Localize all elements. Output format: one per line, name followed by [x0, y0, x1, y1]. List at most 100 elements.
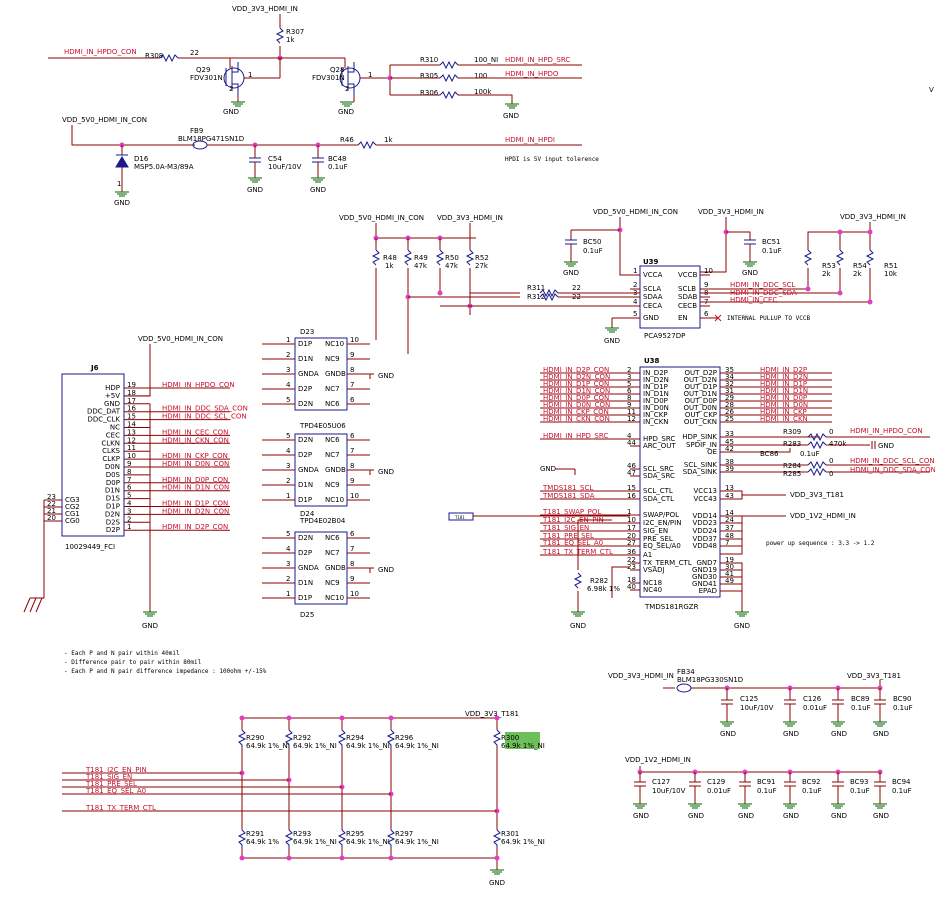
- u38-ref: U38: [644, 357, 660, 365]
- tpd-pin-label: GNDA: [298, 370, 319, 378]
- j6-pin-label: D1P: [106, 503, 120, 511]
- j6-pin-label: DDC_CLK: [87, 416, 120, 424]
- strap-junction: [339, 855, 345, 861]
- u38-pin-num: 23: [627, 563, 636, 571]
- u38-pin-label: IN_D0P: [643, 397, 668, 405]
- cap-gnd: [831, 803, 845, 809]
- u38-net-label: HDMI_IN_D0N: [760, 401, 808, 409]
- cap-symbol: [874, 688, 886, 722]
- tpd-body: [294, 433, 348, 507]
- j6-cg-label: CG0: [65, 517, 80, 525]
- vdd3v3-hdmi-in-label: VDD_3V3_HDMI_IN: [232, 5, 298, 13]
- strap-top-res: [386, 729, 396, 748]
- cap-gnd-label: GND: [873, 812, 889, 820]
- r282-ref: R282: [590, 577, 608, 585]
- j6-pin-label: D0P: [106, 479, 120, 487]
- tpd-pin-num: 10: [350, 492, 359, 500]
- strap-junction: [286, 855, 292, 861]
- u38-net-label: HDMI_IN_D1N_CON: [543, 387, 610, 395]
- j6-pin-label: CLKP: [102, 455, 120, 463]
- r282-val: 6.98k 1%: [587, 585, 620, 593]
- cap-gnd-label: GND: [831, 812, 847, 820]
- tpd-pin-label: D2P: [298, 549, 312, 557]
- cap-val: 0.1uF: [851, 704, 871, 712]
- cap-val: 0.1uF: [893, 704, 913, 712]
- j6-section: VDD_5V0_HDMI_IN_CON J6 10029449_FCI 19HD…: [23, 335, 248, 630]
- u38-pin-num: 5: [627, 380, 631, 388]
- strap-junction: [339, 715, 345, 721]
- u38-pin-label: VDD48: [693, 542, 717, 550]
- strap-top-res: [492, 729, 502, 748]
- d16-part: MSP5.0A-M3/89A: [134, 163, 194, 171]
- cap-gnd-label: GND: [738, 812, 754, 820]
- tpd-ref: D24: [300, 510, 315, 518]
- u38-net-label: HDMI_IN_CKP: [760, 408, 807, 416]
- gnd-bc48: GND: [310, 186, 326, 194]
- j6-part: 10029449_FCI: [65, 543, 115, 551]
- u38-pin-num: 40: [627, 583, 636, 591]
- u38-pin-label: SCL_SINK: [684, 461, 717, 469]
- j6-pin-label: D2N: [105, 510, 120, 518]
- u38-pin-num: 28: [725, 401, 734, 409]
- vdd5v0-con-top: VDD_5V0_HDMI_IN_CON: [62, 116, 147, 124]
- u38-pin-label: SIG_EN: [643, 527, 668, 535]
- j6-pin-num: 3: [127, 507, 131, 515]
- u38-net-label: HDMI_IN_HPD_SRC: [543, 432, 608, 440]
- u38-net-label: T181_I2C_EN_PIN: [542, 516, 604, 524]
- r49-ref: R49: [414, 254, 428, 262]
- q28-part: FDV301N: [312, 74, 345, 82]
- net-cec: HDMI_IN_CEC: [730, 296, 777, 304]
- u38-pin-num: 9: [627, 401, 631, 409]
- tpd-pin-num: 1: [286, 492, 290, 500]
- u38-pin-num: 33: [725, 430, 734, 438]
- u38-pin-num: 49: [725, 577, 734, 585]
- u38-pin-num: 11: [627, 408, 636, 416]
- q28-mosfet: 1 Q28 FDV301N 2 GND: [279, 58, 390, 116]
- u38-vdd-1v2: VDD_1V2_HDMI_IN: [790, 512, 856, 520]
- r312-ref: R312: [527, 293, 545, 301]
- j6-pin-num: 9: [127, 460, 131, 468]
- tpd-pin-label: NC6: [325, 400, 340, 408]
- j6-pin-label: D2P: [106, 526, 120, 534]
- routing-notes: - Each P and N pair within 40mil - Diffe…: [64, 650, 267, 675]
- strap-junction: [239, 715, 245, 721]
- r52-ref: R52: [475, 254, 489, 262]
- r52-val: 27k: [475, 262, 489, 270]
- tpd-pin-num: 7: [350, 447, 354, 455]
- u38-pin-label: EQ_SEL/A0: [643, 542, 681, 550]
- tpd-pin-num: 9: [350, 477, 354, 485]
- r53-ref: R53: [822, 262, 836, 270]
- u38-pin-num: 29: [725, 394, 734, 402]
- cap-ref: BC92: [802, 778, 820, 786]
- power-filter-section: VDD_3V3_HDMI_IN FB34 BLM18PG330SN1D VDD_…: [608, 668, 913, 820]
- tpd-pin-label: D1N: [298, 355, 313, 363]
- strap-bot-ref: R295: [346, 830, 364, 838]
- tp-t181-label: T181: [455, 515, 465, 520]
- strap-gnd: [490, 869, 504, 875]
- u38-pin-label: NC18: [643, 579, 662, 587]
- u38-pin-label: OUT_D1N: [684, 390, 718, 398]
- j6-net-label: HDMI_IN_D0P_CON: [162, 476, 228, 484]
- bc50-ref: BC50: [583, 238, 601, 246]
- r300-highlight: [505, 732, 540, 749]
- cap-symbol: [721, 688, 733, 722]
- d16-pin1: 1: [117, 180, 121, 188]
- u38-pin-label: SPDIF_IN: [686, 441, 717, 449]
- strap-bot-rail: [242, 857, 498, 870]
- tpd-gnd-line: [366, 373, 374, 379]
- cap-symbol: [739, 772, 751, 804]
- tpd-pin-label: NC7: [325, 549, 340, 557]
- cap-symbol: [784, 688, 796, 722]
- r285-val: 0: [829, 470, 833, 478]
- gnd-q29: GND: [223, 108, 239, 116]
- gnd-d16: GND: [114, 199, 130, 207]
- r305-val: 100: [474, 72, 487, 80]
- u38-pin-label: NC40: [643, 586, 662, 594]
- j6-pin-label: CLKS: [102, 447, 120, 455]
- u39-vdd5-b: VDD_5V0_HDMI_IN_CON: [593, 208, 678, 216]
- tpd-pin-label: D2P: [298, 385, 312, 393]
- bc86-ref: BC86: [760, 450, 779, 458]
- cap-symbol: [784, 772, 796, 804]
- cap-ref: BC89: [851, 695, 869, 703]
